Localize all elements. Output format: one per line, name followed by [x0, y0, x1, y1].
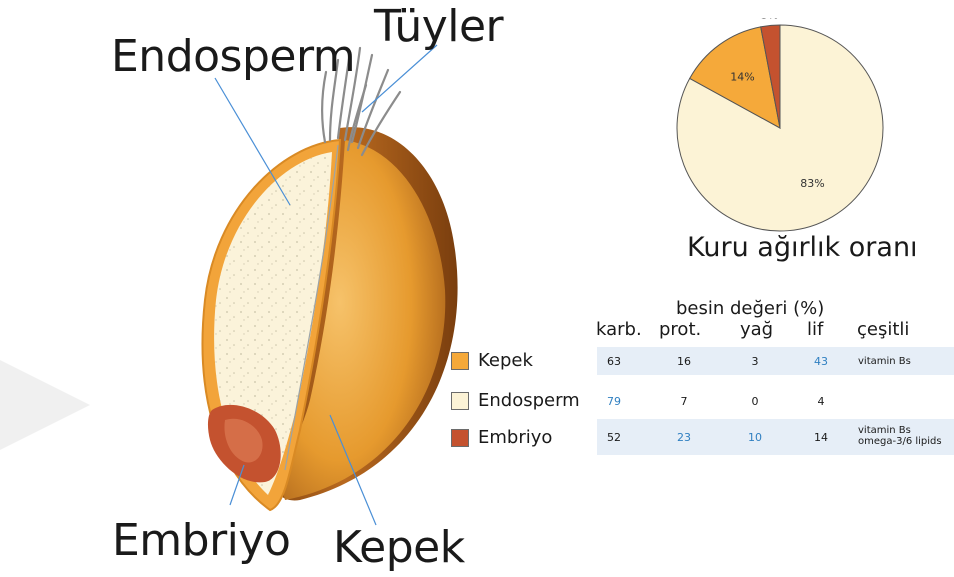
legend-label-endosperm: Endosperm	[478, 390, 580, 411]
legend-swatch-endosperm	[451, 392, 469, 410]
cell-embriyo-cesitli-1: vitamin Bs	[858, 425, 911, 436]
pie-caption: Kuru ağırlık oranı	[687, 234, 918, 261]
wheat-kernel-illustration	[0, 0, 600, 577]
cell-endosperm-karb: 79	[594, 395, 634, 408]
header-karb: karb.	[596, 319, 642, 340]
pie-label-14: 14%	[730, 70, 754, 83]
cell-kepek-prot: 16	[664, 355, 704, 368]
pie-label-3: 3%	[761, 18, 778, 21]
cell-kepek-lif: 43	[801, 355, 841, 368]
cell-endosperm-lif: 4	[801, 395, 841, 408]
label-embriyo: Embriyo	[112, 519, 290, 563]
cell-kepek-karb: 63	[594, 355, 634, 368]
cell-endosperm-yag: 0	[735, 395, 775, 408]
legend-swatch-kepek	[451, 352, 469, 370]
dry-weight-pie-chart: 83% 14% 3%	[670, 18, 890, 238]
cell-embriyo-yag: 10	[735, 431, 775, 444]
header-lif: lif	[807, 319, 823, 340]
legend-label-kepek: Kepek	[478, 350, 533, 371]
table-title: besin değeri (%)	[676, 298, 824, 319]
header-yag: yağ	[740, 319, 773, 340]
cell-kepek-yag: 3	[735, 355, 775, 368]
cell-endosperm-prot: 7	[664, 395, 704, 408]
cell-embriyo-karb: 52	[594, 431, 634, 444]
cell-embriyo-cesitli-2: omega-3/6 lipids	[858, 436, 942, 447]
header-cesitli: çeşitli	[857, 319, 909, 340]
label-endosperm: Endosperm	[111, 35, 355, 79]
legend-label-embriyo: Embriyo	[478, 427, 552, 448]
cell-embriyo-prot: 23	[664, 431, 704, 444]
legend-swatch-embriyo	[451, 429, 469, 447]
label-tuyler: Tüyler	[374, 5, 503, 49]
label-kepek: Kepek	[333, 526, 465, 570]
header-prot: prot.	[659, 319, 701, 340]
cell-embriyo-lif: 14	[801, 431, 841, 444]
cell-kepek-cesitli: vitamin Bs	[858, 356, 911, 367]
pie-label-83: 83%	[800, 177, 824, 190]
